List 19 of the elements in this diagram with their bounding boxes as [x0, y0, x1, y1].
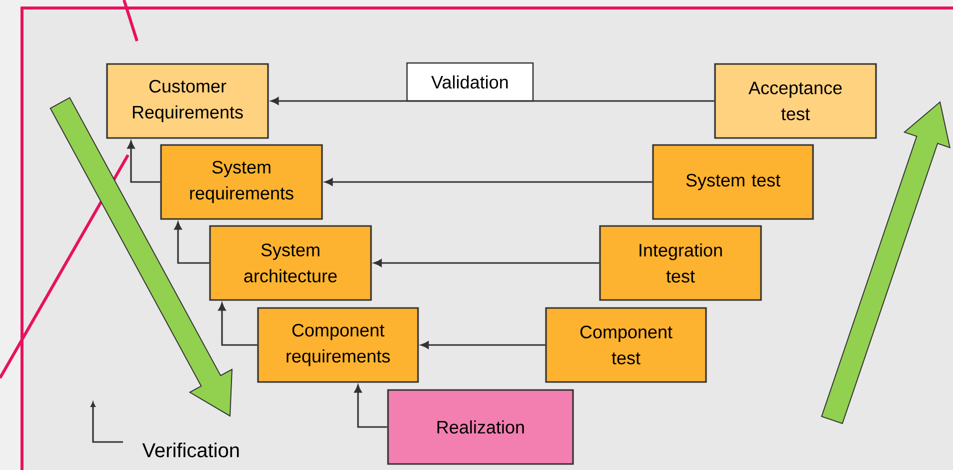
process-box: System test [652, 144, 814, 220]
arrow [374, 259, 600, 267]
process-box: Acceptance test [714, 63, 877, 139]
arrow [420, 341, 546, 349]
process-box: Customer Requirements [106, 63, 269, 139]
process-box: Integration test [599, 225, 762, 301]
arrow [354, 384, 388, 428]
process-box: System requirements [160, 144, 323, 220]
arrow [324, 178, 652, 186]
arrow [218, 302, 258, 346]
arrow [127, 140, 160, 183]
arrow [174, 222, 210, 264]
process-box: Realization [387, 389, 574, 465]
legend-label: Verification [142, 442, 239, 458]
process-box: Component test [545, 307, 707, 383]
label-box: Validation [406, 62, 534, 102]
process-box: System architecture [209, 225, 372, 301]
process-box: Component requirements [257, 307, 419, 383]
arrow [270, 97, 714, 105]
